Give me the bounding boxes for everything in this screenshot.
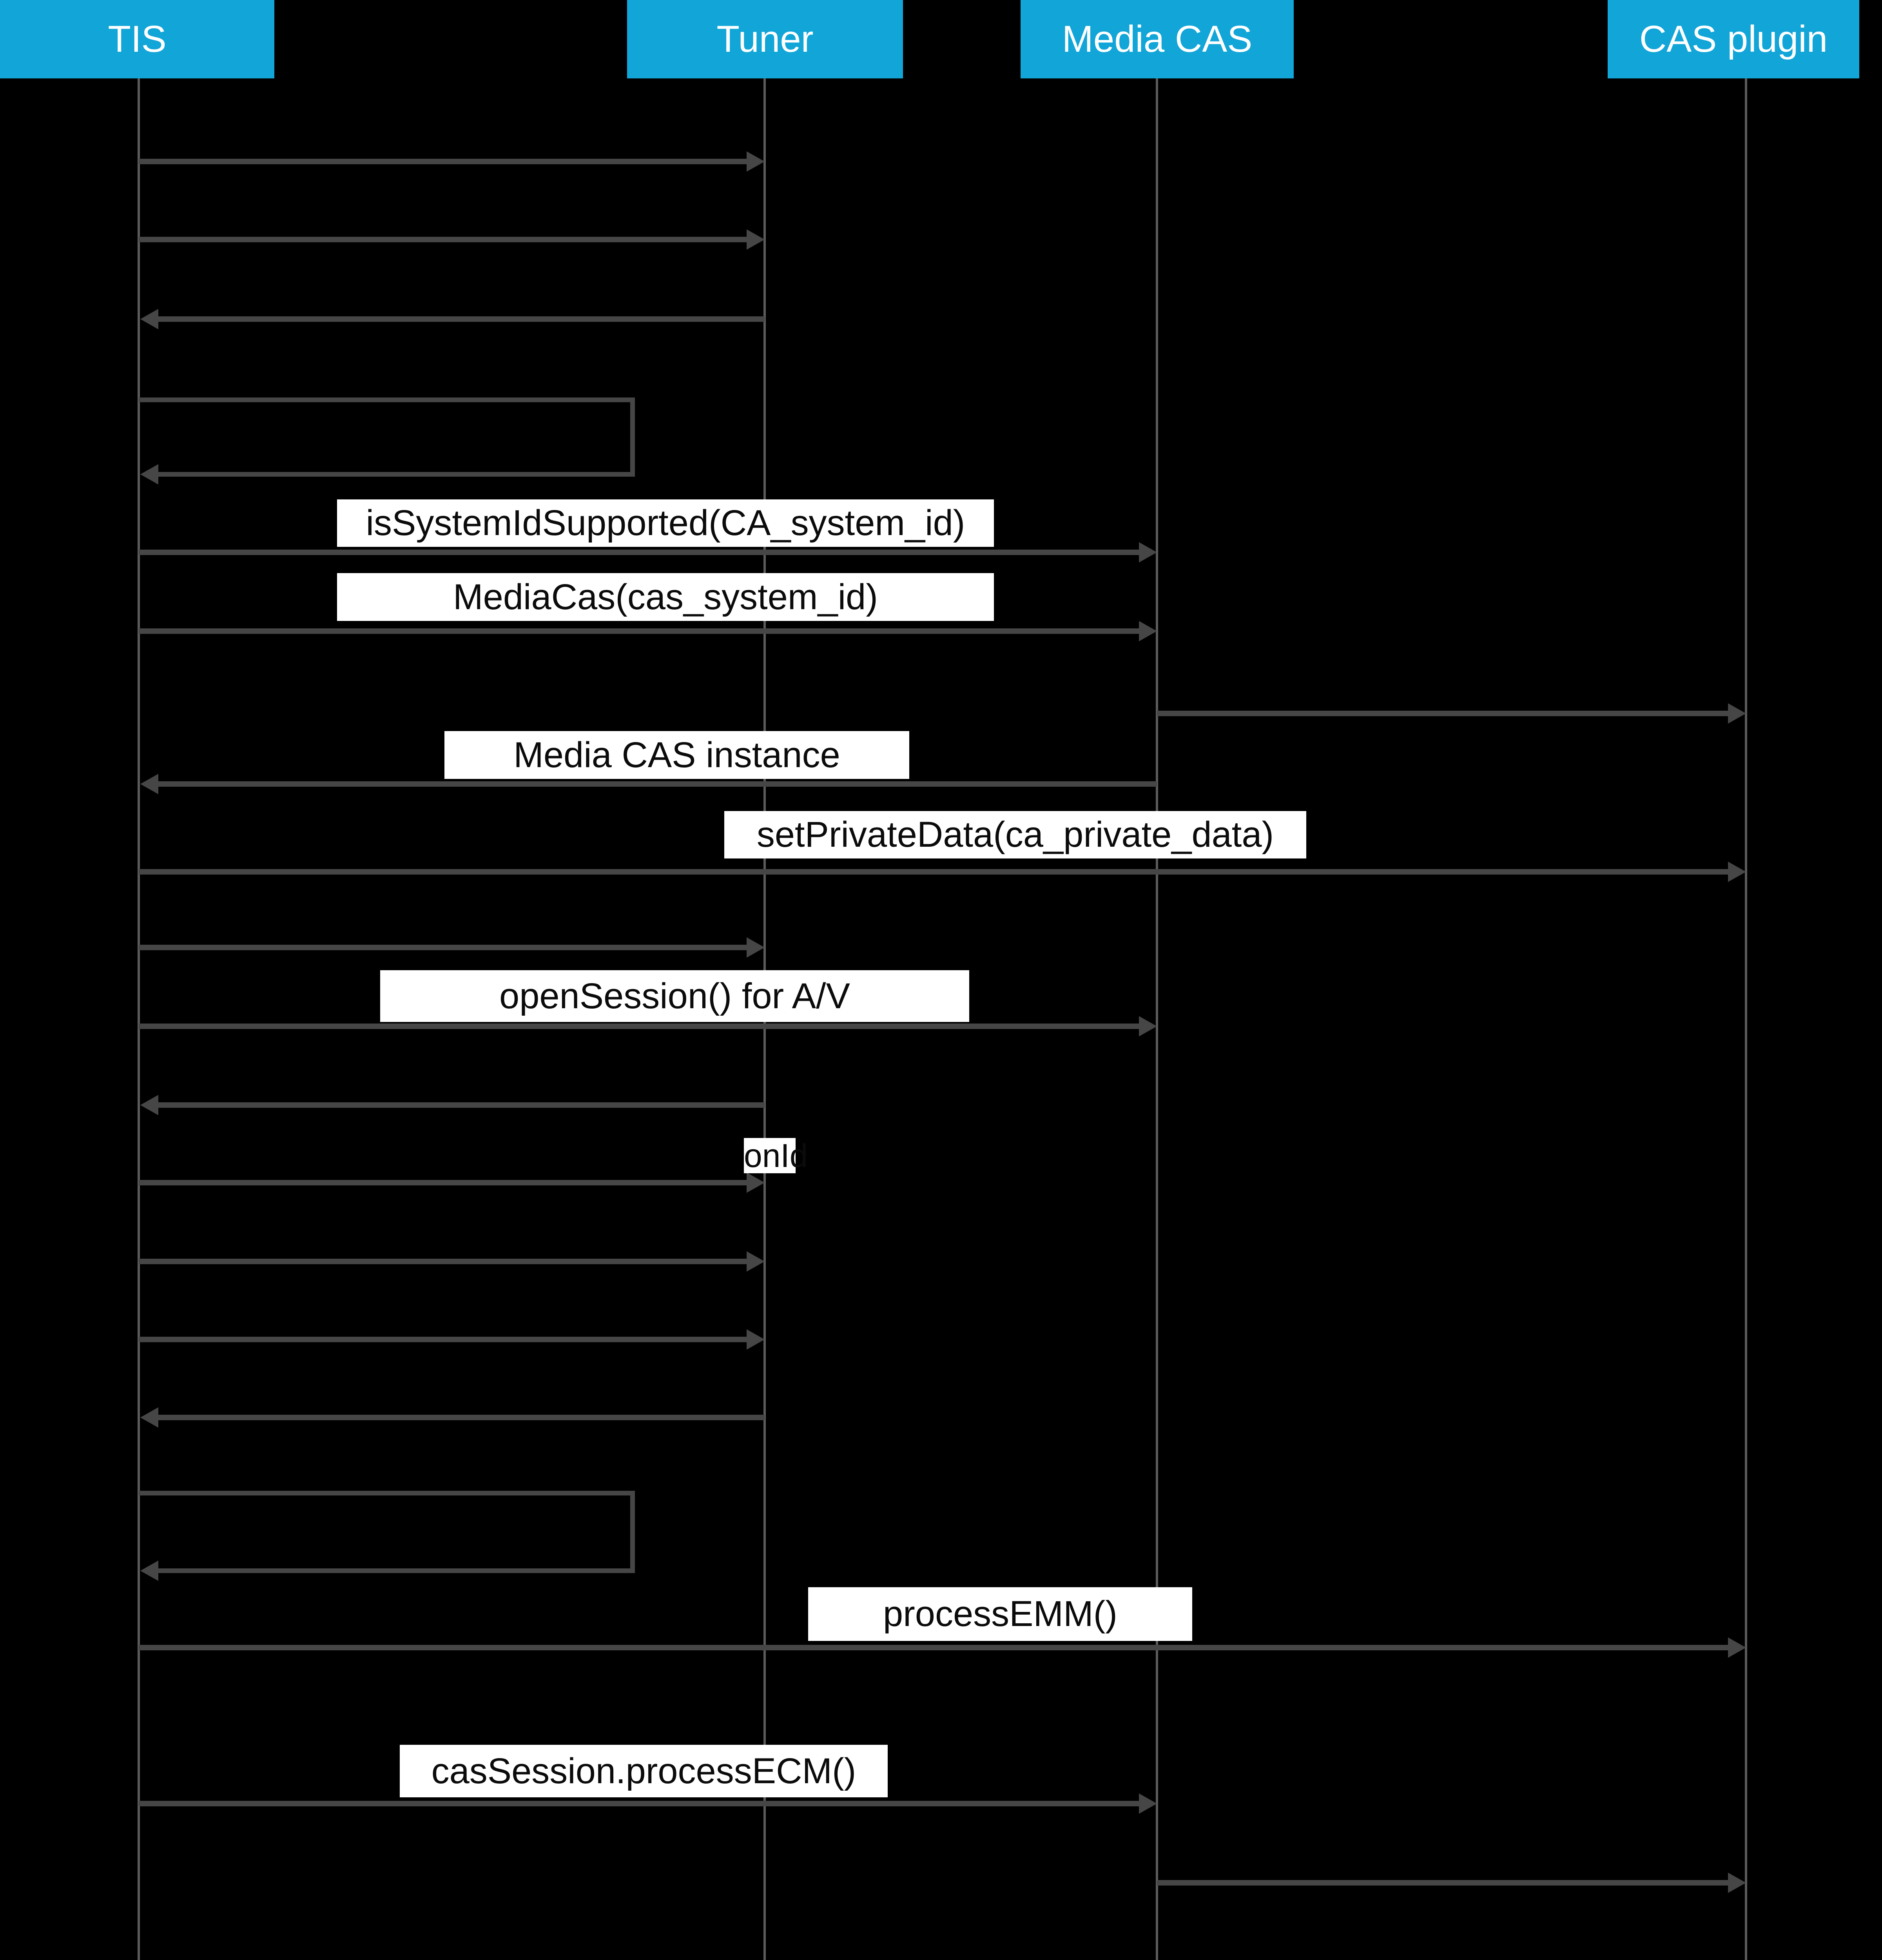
lifeline-tis bbox=[138, 78, 140, 1960]
arrowhead-right-icon bbox=[747, 1172, 765, 1193]
message-18-mediacas-to-casplugin-line bbox=[1157, 1880, 1731, 1886]
message-label-4: isSystemIdSupported(CA_system_id) bbox=[337, 499, 994, 547]
message-5-tis-to-mediacas-line bbox=[139, 628, 1142, 634]
message-14-tis-to-tuner-line bbox=[139, 1337, 750, 1342]
message-label-16: processEMM() bbox=[808, 1587, 1192, 1641]
message-label-10: openSession() for A/V bbox=[380, 970, 969, 1022]
actor-label: Media CAS bbox=[1062, 18, 1253, 60]
message-17-tis-to-mediacas-line bbox=[139, 1801, 1142, 1806]
lifeline-mediacas bbox=[1156, 78, 1158, 1960]
arrowhead-right-icon bbox=[747, 937, 765, 958]
arrowhead-right-icon bbox=[1728, 703, 1746, 724]
arrowhead-left-icon bbox=[140, 1095, 158, 1115]
arrowhead-right-icon bbox=[1728, 862, 1746, 882]
message-label-5: MediaCas(cas_system_id) bbox=[337, 573, 994, 621]
arrowhead-right-icon bbox=[1139, 542, 1157, 563]
self-call-1-tis-top bbox=[139, 397, 635, 402]
message-4-tis-to-mediacas-line bbox=[139, 550, 1142, 555]
self-call-2-tis-bottom bbox=[154, 1568, 630, 1573]
arrowhead-left-icon bbox=[140, 464, 158, 485]
message-label-12: onId bbox=[744, 1137, 808, 1174]
lifeline-casplugin bbox=[1745, 78, 1747, 1960]
message-15-tuner-to-tis-line bbox=[154, 1415, 765, 1420]
arrowhead-right-icon bbox=[747, 151, 765, 172]
arrowhead-right-icon bbox=[747, 1329, 765, 1350]
arrowhead-right-icon bbox=[1728, 1873, 1746, 1893]
message-label-7: Media CAS instance bbox=[444, 731, 909, 779]
arrowhead-right-icon bbox=[1139, 1016, 1157, 1036]
self-call-2-tis-right bbox=[630, 1491, 635, 1573]
message-11-tuner-to-tis-line bbox=[154, 1102, 765, 1108]
arrowhead-left-icon bbox=[140, 1407, 158, 1428]
message-7-mediacas-to-tis-line bbox=[154, 781, 1157, 787]
actor-label: CAS plugin bbox=[1639, 18, 1828, 60]
message-9-tis-to-tuner-line bbox=[139, 945, 750, 950]
actor-label: TIS bbox=[108, 18, 167, 60]
message-13-tis-to-tuner-line bbox=[139, 1259, 750, 1264]
actor-header-mediacas-top: Media CAS bbox=[1021, 0, 1294, 78]
message-6-mediacas-to-casplugin-line bbox=[1157, 711, 1731, 716]
actor-header-tuner-top: Tuner bbox=[627, 0, 903, 78]
arrowhead-right-icon bbox=[1139, 1793, 1157, 1814]
actor-header-tis-top: TIS bbox=[0, 0, 274, 78]
message-10-tis-to-mediacas-line bbox=[139, 1024, 1142, 1029]
self-call-2-tis-top bbox=[139, 1491, 635, 1495]
arrowhead-right-icon bbox=[747, 229, 765, 250]
arrowhead-left-icon bbox=[140, 774, 158, 794]
actor-label: Tuner bbox=[716, 18, 814, 60]
arrowhead-right-icon bbox=[1728, 1637, 1746, 1658]
arrowhead-right-icon bbox=[747, 1251, 765, 1272]
message-3-tuner-to-tis-line bbox=[154, 316, 765, 322]
message-2-tis-to-tuner-line bbox=[139, 237, 750, 242]
arrowhead-left-icon bbox=[140, 1561, 158, 1581]
message-8-tis-to-casplugin-line bbox=[139, 869, 1731, 875]
message-12-tis-to-tuner-line bbox=[139, 1180, 750, 1185]
message-16-tis-to-casplugin-line bbox=[139, 1645, 1731, 1650]
message-label-17: casSession.processECM() bbox=[400, 1745, 888, 1797]
message-label-8: setPrivateData(ca_private_data) bbox=[724, 811, 1306, 858]
message-1-tis-to-tuner-line bbox=[139, 159, 750, 164]
self-call-1-tis-right bbox=[630, 397, 635, 477]
arrowhead-left-icon bbox=[140, 309, 158, 329]
self-call-1-tis-bottom bbox=[154, 472, 630, 477]
arrowhead-right-icon bbox=[1139, 621, 1157, 641]
actor-header-casplugin-top: CAS plugin bbox=[1608, 0, 1859, 78]
